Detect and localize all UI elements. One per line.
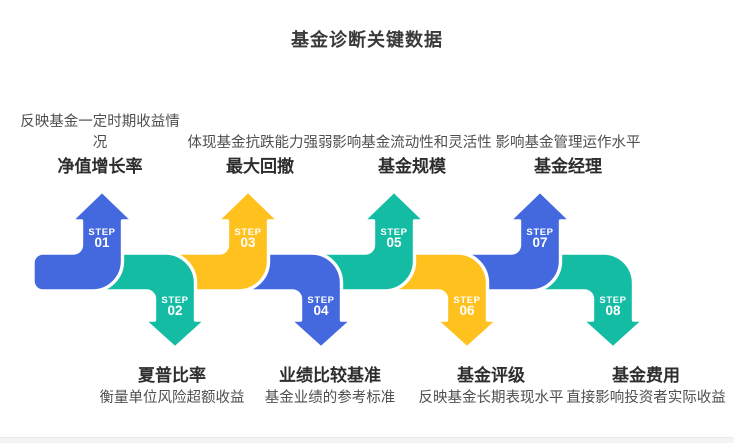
metric-keyword: 最大回撤 — [226, 157, 294, 176]
step-label: STEP — [234, 227, 261, 238]
metric-keyword: 基金规模 — [378, 157, 446, 176]
step-label: STEP — [453, 295, 480, 306]
step-number: 06 — [459, 303, 475, 318]
metric-description: 反映基金一定时期收益情况 — [20, 114, 180, 151]
page-title: 基金诊断关键数据 — [291, 30, 443, 50]
step-label: STEP — [307, 295, 334, 306]
step-label: STEP — [161, 295, 188, 306]
down-arrow-shape — [392, 251, 500, 350]
metric-net-value-growth: 反映基金一定时期收益情况 净值增长率 — [14, 112, 186, 179]
step-number: 07 — [532, 235, 547, 250]
metric-keyword: 净值增长率 — [57, 157, 143, 176]
down-arrow-shape — [538, 251, 646, 350]
step-label: STEP — [526, 227, 553, 238]
metric-description: 直接影响投资者实际收益 — [566, 390, 726, 406]
metric-description: 体现基金抗跌能力强弱 — [187, 135, 333, 151]
metric-fund-size: 影响基金流动性和灵活性 基金规模 — [326, 133, 498, 179]
step-number: 08 — [605, 303, 621, 318]
metric-description: 衡量单位风险超额收益 — [99, 390, 245, 406]
up-arrow-shape — [173, 189, 281, 293]
metric-sharpe-ratio: 夏普比率 衡量单位风险超额收益 — [72, 363, 272, 409]
metric-benchmark: 业绩比较基准 基金业绩的参考标准 — [230, 363, 430, 409]
step-number: 02 — [167, 303, 182, 318]
metric-description: 反映基金长期表现水平 — [418, 390, 564, 406]
metric-keyword: 基金费用 — [612, 366, 680, 385]
footer-divider — [0, 437, 734, 443]
up-arrow-shape — [465, 189, 573, 293]
up-arrow-shape — [319, 189, 427, 293]
step-number: 05 — [386, 235, 402, 250]
up-arrow-shape — [31, 189, 135, 293]
metric-description: 影响基金流动性和灵活性 — [332, 135, 492, 151]
step-label: STEP — [599, 295, 626, 306]
metric-keyword: 基金经理 — [534, 157, 602, 176]
metric-fund-rating: 基金评级 反映基金长期表现水平 — [391, 363, 591, 409]
down-arrow-shape — [246, 251, 354, 350]
metric-fund-manager: 影响基金管理运作水平 基金经理 — [482, 133, 654, 179]
step-label: STEP — [88, 227, 115, 238]
step-label: STEP — [380, 227, 407, 238]
metric-keyword: 基金评级 — [457, 366, 525, 385]
metric-max-drawdown: 体现基金抗跌能力强弱 最大回撤 — [174, 133, 346, 179]
metric-keyword: 业绩比较基准 — [279, 366, 381, 385]
metric-description: 影响基金管理运作水平 — [495, 135, 641, 151]
step-number: 03 — [240, 235, 256, 250]
down-arrow-shape — [100, 251, 208, 350]
metric-fund-fees: 基金费用 直接影响投资者实际收益 — [546, 363, 734, 409]
metric-keyword: 夏普比率 — [138, 366, 206, 385]
step-number: 01 — [94, 235, 110, 250]
step-number: 04 — [313, 303, 329, 318]
metric-description: 基金业绩的参考标准 — [264, 390, 396, 406]
